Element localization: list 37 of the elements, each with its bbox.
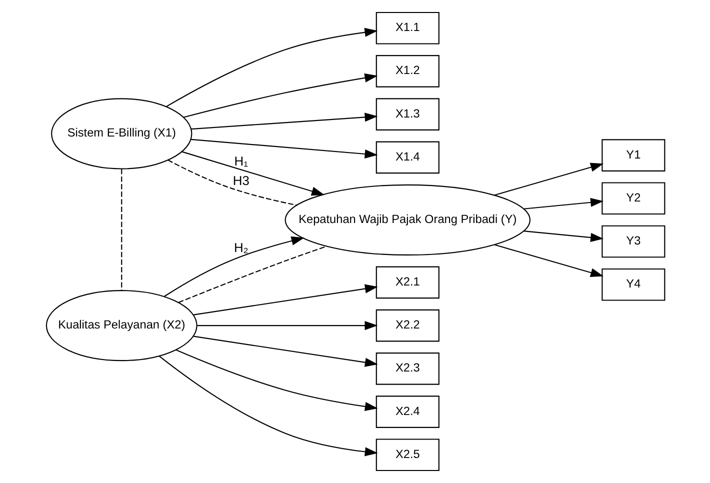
node-ellipse: Sistem E-Billing (X1) — [50, 98, 192, 170]
arrow — [164, 236, 304, 297]
arrow — [190, 138, 378, 158]
node-box: Y2 — [601, 182, 665, 215]
node-box: Y3 — [601, 225, 665, 258]
node-ellipse: Kualitas Pelayanan (X2) — [45, 290, 197, 362]
arrow — [494, 162, 604, 196]
node-box: X1.3 — [375, 98, 439, 130]
node-box: Y1 — [601, 139, 665, 172]
arrow — [523, 198, 604, 210]
node-box: X2.3 — [375, 352, 439, 385]
edge-label: H₂ — [233, 240, 248, 255]
node-box: X1.4 — [375, 141, 439, 174]
node-box: X1.1 — [375, 12, 439, 44]
node-box: X1.2 — [375, 55, 439, 88]
arrow — [196, 321, 378, 330]
connector — [178, 246, 326, 304]
node-box: X2.4 — [375, 396, 439, 428]
arrow — [181, 151, 324, 196]
node-box: X2.2 — [375, 309, 439, 342]
arrow — [494, 244, 604, 278]
arrow — [166, 28, 378, 108]
arrow — [190, 112, 378, 130]
arrow — [183, 73, 378, 118]
node-box: Y4 — [601, 268, 665, 301]
node-box: X2.5 — [375, 438, 439, 472]
arrow — [523, 230, 604, 242]
arrow — [193, 284, 378, 316]
arrow — [175, 349, 378, 412]
arrow — [158, 356, 378, 456]
connector — [120, 168, 122, 290]
edge-label: H3 — [232, 173, 249, 188]
node-ellipse: Kepatuhan Wajib Pajak Orang Pribadi (Y) — [284, 184, 530, 256]
node-box: X2.1 — [375, 266, 439, 299]
connector — [167, 160, 296, 206]
arrow — [193, 336, 378, 367]
edge-label: H₁ — [234, 154, 248, 169]
